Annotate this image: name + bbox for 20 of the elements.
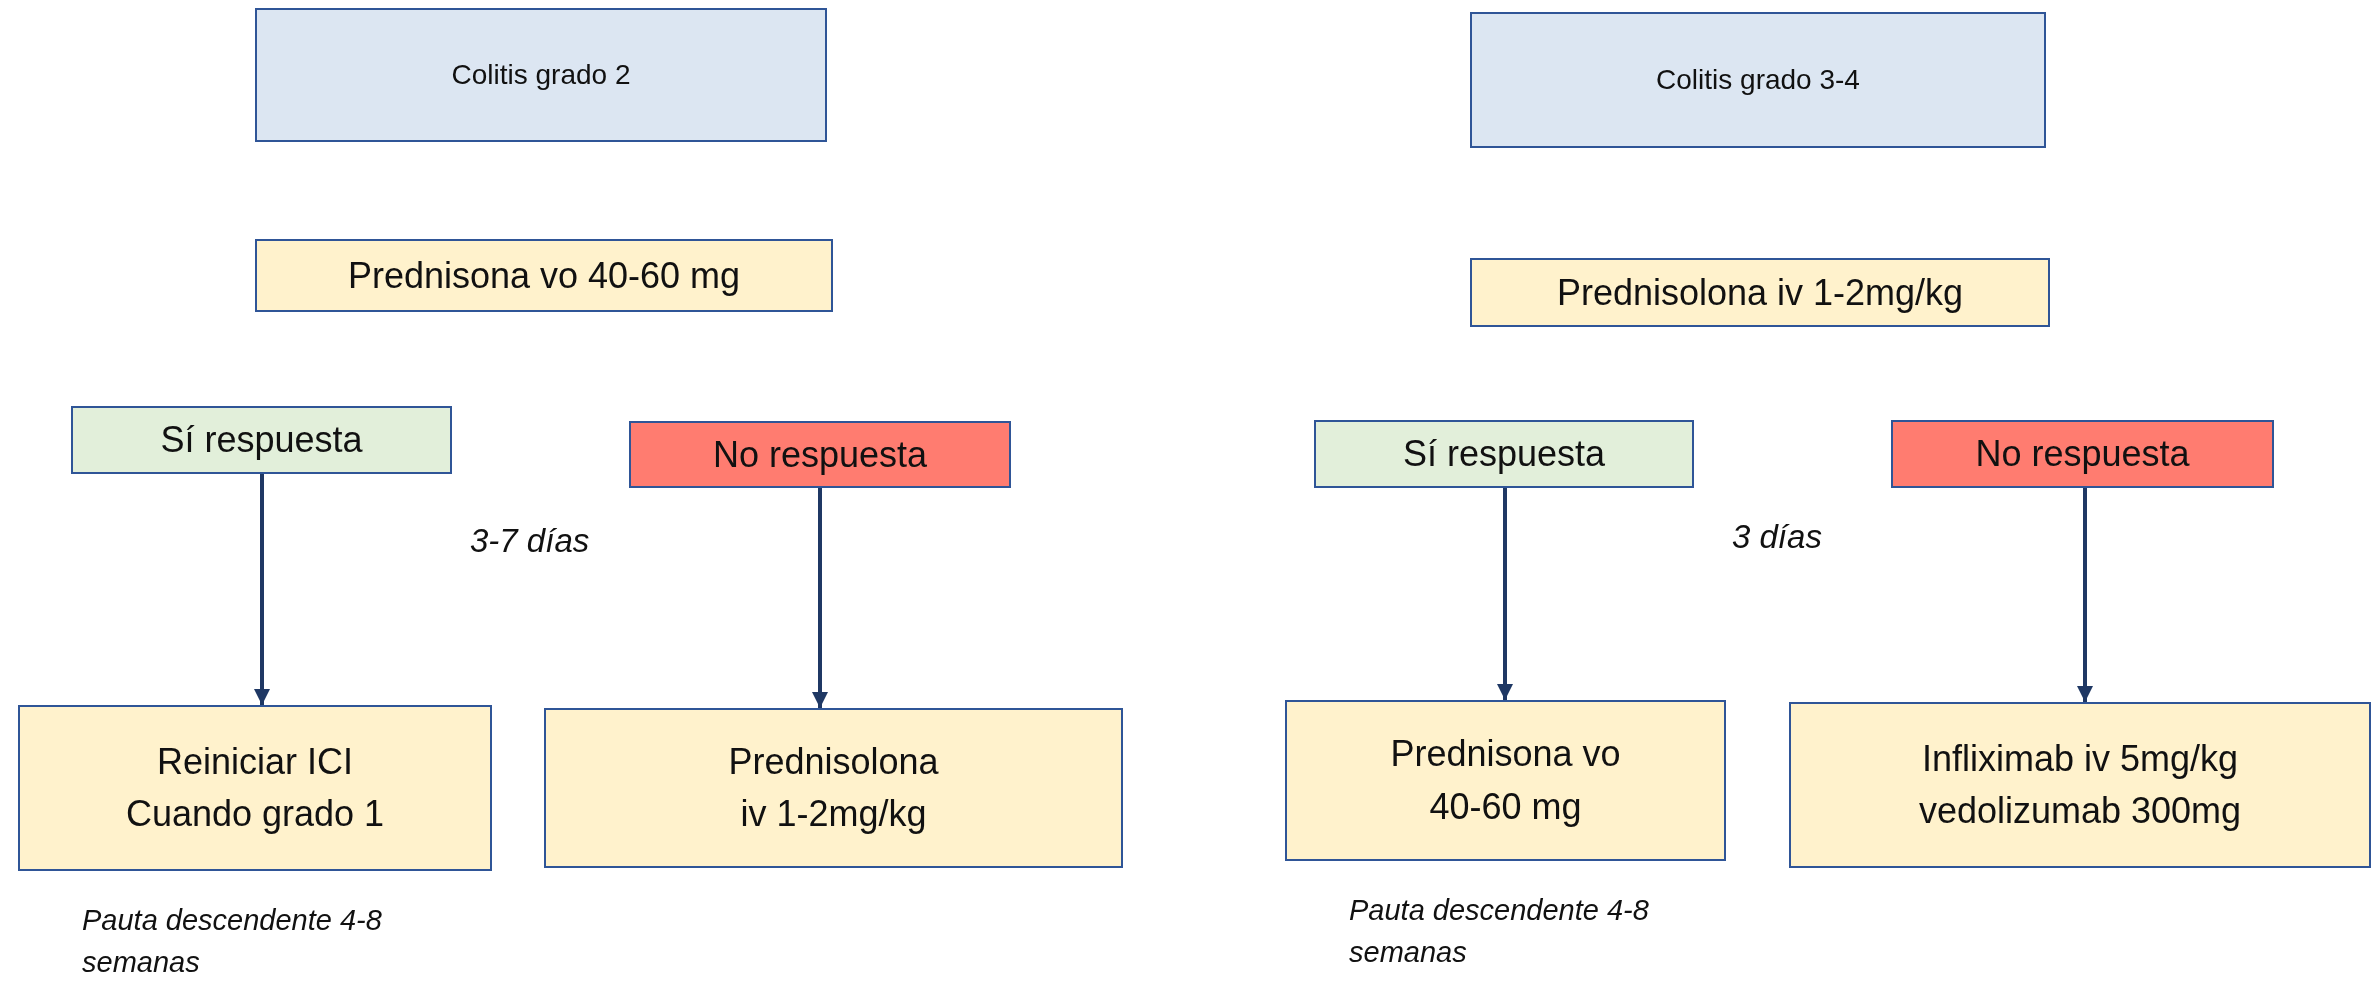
- response-box: Sí respuesta: [1314, 420, 1694, 488]
- grade-box: Colitis grado 3-4: [1470, 12, 2046, 148]
- treatment-box: Infliximab iv 5mg/kg vedolizumab 300mg: [1789, 702, 2371, 868]
- arrow: [254, 474, 270, 705]
- arrow: [2077, 488, 2093, 702]
- note-text: Pauta descendente 4-8 semanas: [82, 903, 382, 981]
- treatment-box: Prednisolona iv 1-2mg/kg: [1470, 258, 2050, 327]
- treatment-box: Reiniciar ICI Cuando grado 1: [18, 705, 492, 871]
- duration-label: 3 días: [1732, 518, 1822, 556]
- treatment-box: Prednisona vo 40-60 mg: [1285, 700, 1726, 861]
- arrow: [1497, 488, 1513, 700]
- no-response-box: No respuesta: [629, 421, 1011, 488]
- treatment-box: Prednisona vo 40-60 mg: [255, 239, 833, 312]
- arrow: [812, 488, 828, 708]
- duration-label: 3-7 días: [470, 522, 590, 560]
- response-box: Sí respuesta: [71, 406, 452, 474]
- grade-box: Colitis grado 2: [255, 8, 827, 142]
- note-text: Pauta descendente 4-8 semanas: [1349, 893, 1649, 971]
- treatment-box: Prednisolona iv 1-2mg/kg: [544, 708, 1123, 868]
- no-response-box: No respuesta: [1891, 420, 2274, 488]
